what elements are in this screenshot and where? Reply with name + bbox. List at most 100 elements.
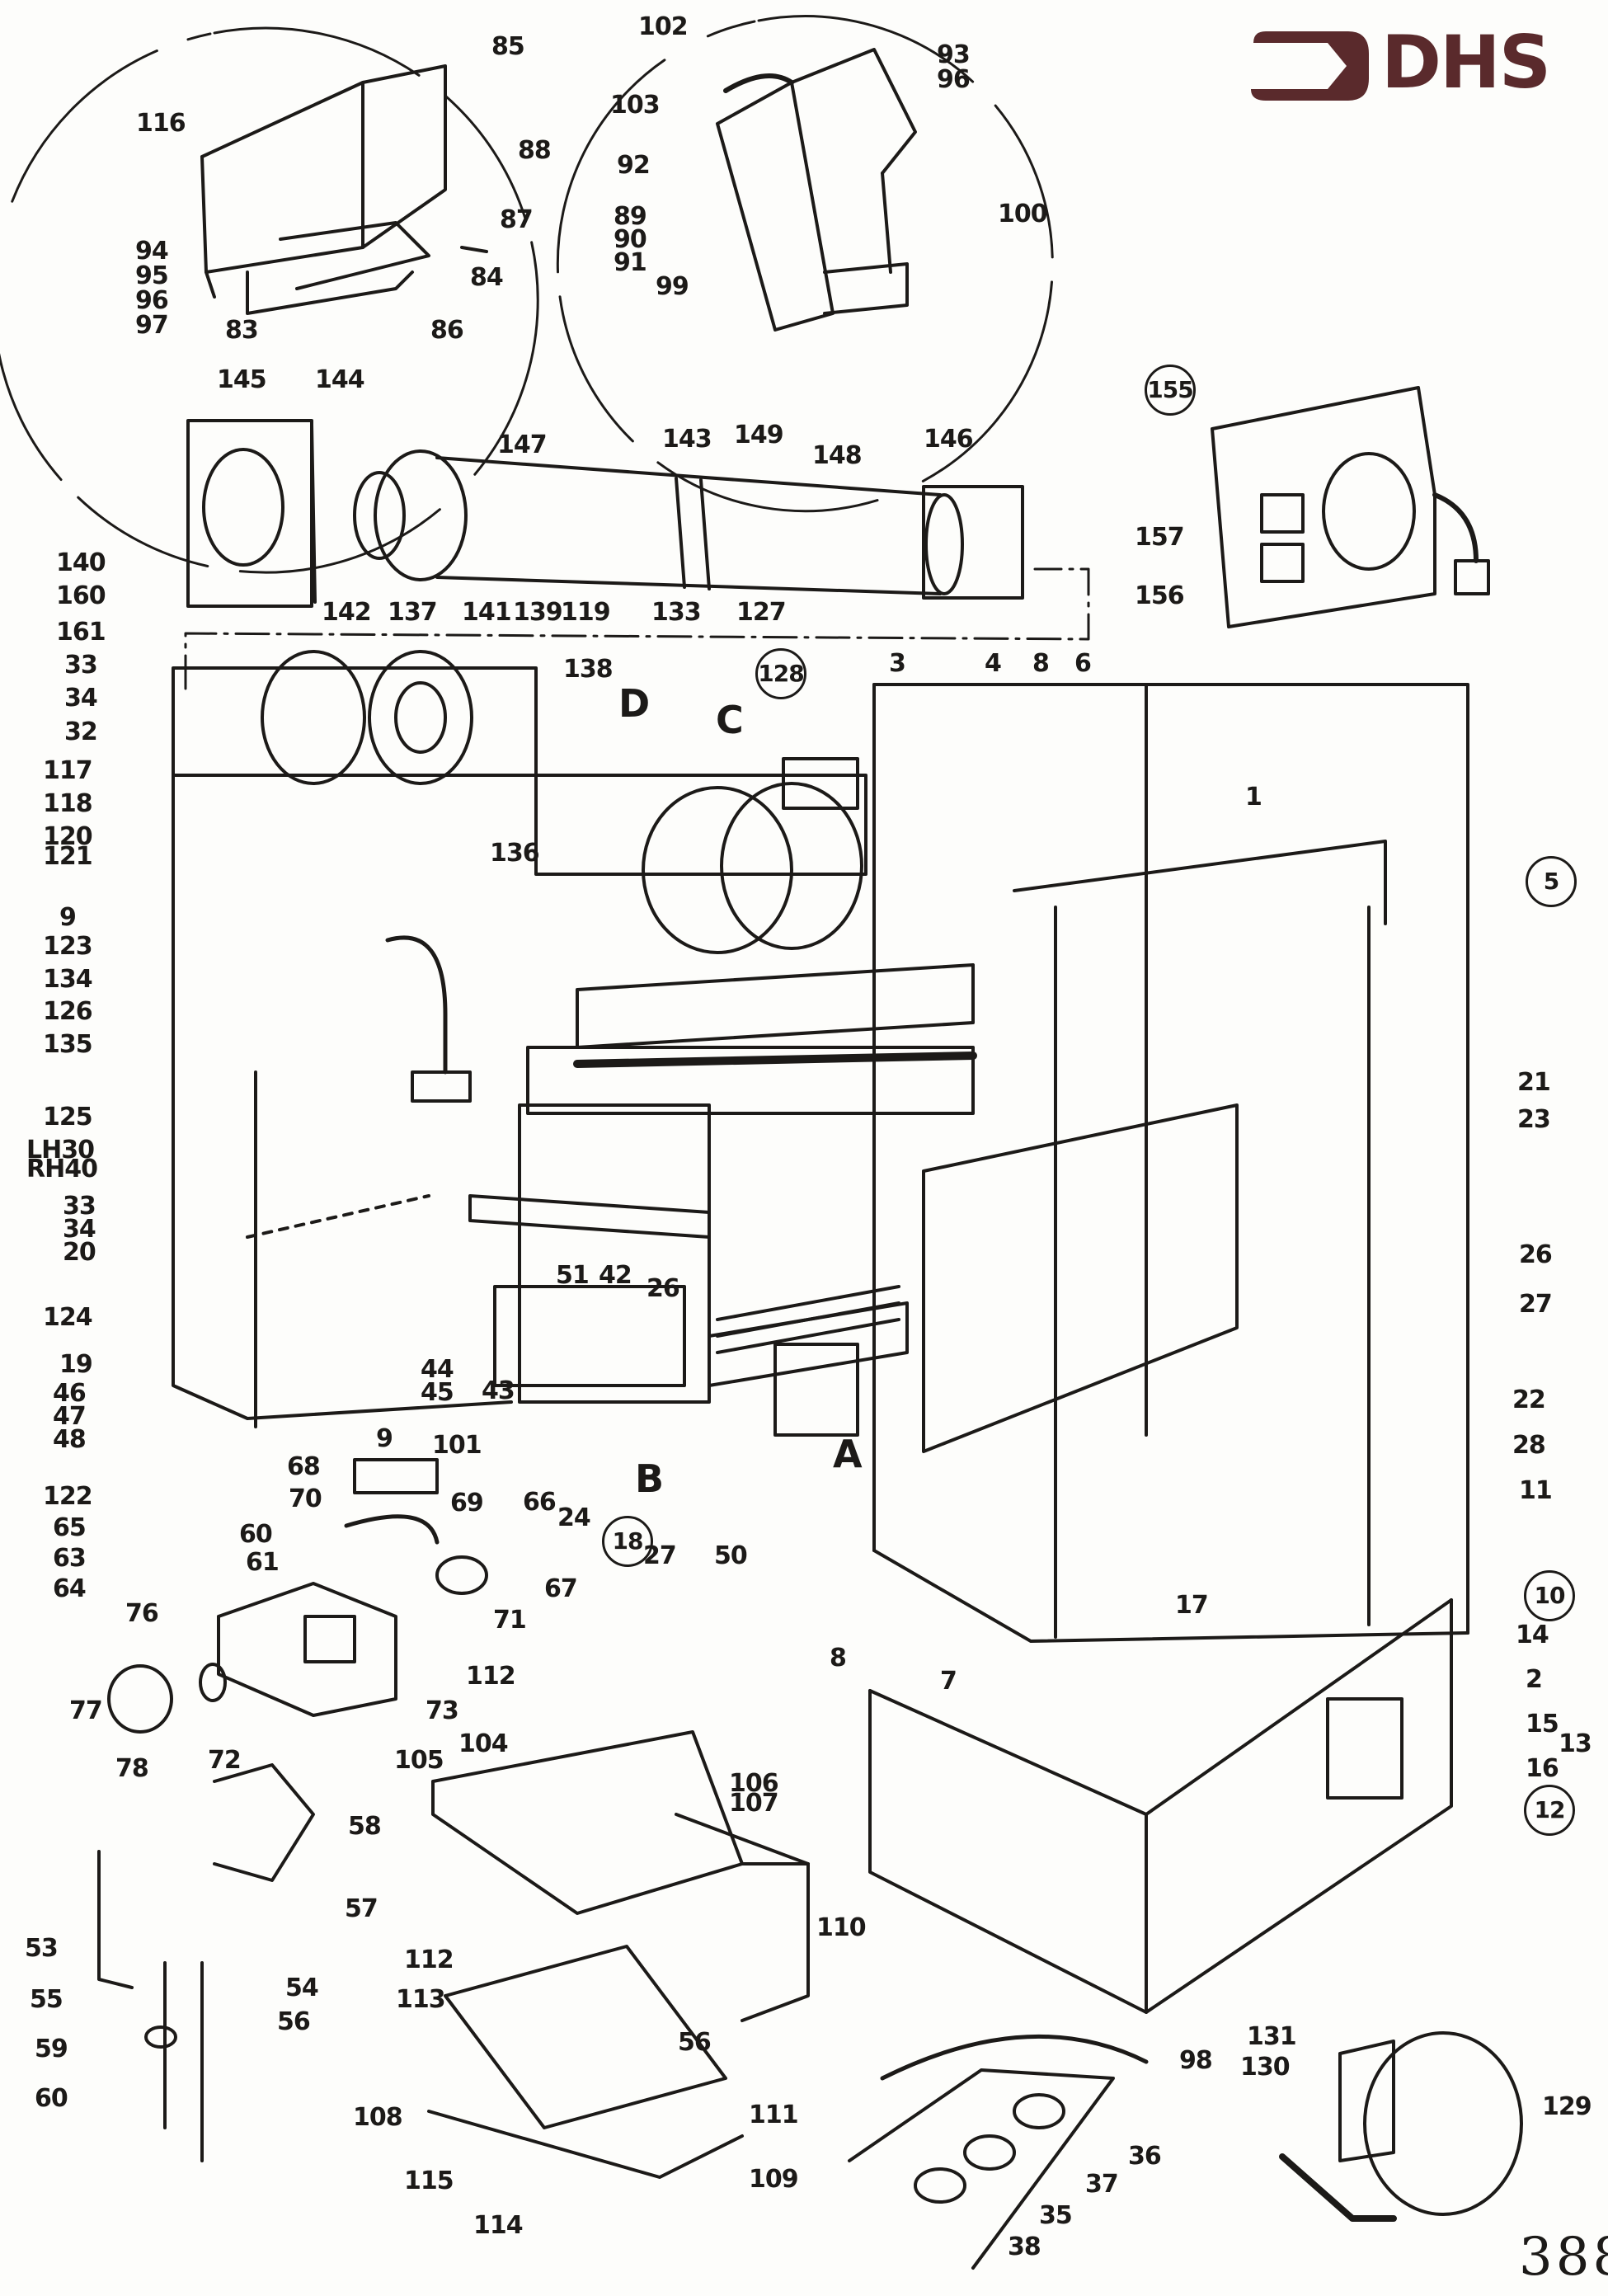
part-callout: 113 <box>396 1985 446 2014</box>
part-callout: 107 <box>729 1789 779 1818</box>
left-frame <box>172 675 513 1428</box>
part-callout: 68 <box>287 1452 321 1481</box>
part-callout: RH40 <box>26 1155 98 1183</box>
part-callout: 97 <box>135 311 169 340</box>
part-callout: 13 <box>1559 1729 1592 1758</box>
part-callout: 106 <box>729 1769 779 1798</box>
part-callout: 104 <box>458 1729 509 1758</box>
part-callout: 83 <box>225 316 259 345</box>
circled-part-callout: 18 <box>602 1516 653 1567</box>
part-callout: 2 <box>1526 1665 1543 1694</box>
part-callout: 61 <box>246 1548 280 1577</box>
part-callout: 65 <box>53 1513 87 1542</box>
circled-part-callout: 12 <box>1524 1785 1575 1836</box>
view-marker: A <box>833 1432 863 1476</box>
part-callout: 58 <box>348 1812 382 1841</box>
part-callout: 127 <box>736 598 787 627</box>
wall-plate <box>186 419 317 608</box>
part-callout: 73 <box>426 1696 459 1725</box>
part-callout: 98 <box>1179 2046 1213 2075</box>
part-callout: 47 <box>53 1402 87 1431</box>
part-callout: 135 <box>43 1030 93 1059</box>
page-number: 388 <box>1519 2227 1608 2288</box>
main-casing <box>872 683 1469 1643</box>
part-callout: 14 <box>1516 1621 1549 1649</box>
reference-line <box>184 567 1090 690</box>
part-callout: 71 <box>493 1606 527 1635</box>
part-callout: 33 <box>64 651 98 680</box>
part-callout: 6 <box>1074 649 1092 678</box>
control-box <box>427 1730 810 2179</box>
part-callout: 115 <box>404 2167 454 2195</box>
combustion-chamber <box>468 1103 909 1437</box>
part-callout: 125 <box>43 1103 93 1132</box>
part-callout: 123 <box>43 932 93 961</box>
part-callout: 60 <box>35 2084 68 2113</box>
part-callout: 88 <box>518 136 552 165</box>
part-callout: 112 <box>466 1662 516 1691</box>
part-callout: 126 <box>43 997 93 1026</box>
part-callout: 130 <box>1240 2053 1291 2082</box>
part-callout: 145 <box>217 365 267 394</box>
part-callout: 103 <box>610 91 661 120</box>
part-callout: 114 <box>473 2211 524 2240</box>
part-callout: 9 <box>376 1424 393 1453</box>
part-callout: 124 <box>43 1303 93 1332</box>
part-callout: 129 <box>1542 2092 1592 2121</box>
part-callout: 136 <box>490 839 540 868</box>
part-callout: 67 <box>544 1574 578 1603</box>
part-callout: 37 <box>1085 2170 1119 2199</box>
part-callout: LH30 <box>26 1136 95 1164</box>
part-callout: 59 <box>35 2035 68 2063</box>
part-callout: 34 <box>63 1215 96 1244</box>
part-callout: 60 <box>239 1520 273 1549</box>
part-callout: 112 <box>404 1945 454 1974</box>
part-callout: 100 <box>998 200 1048 228</box>
part-callout: 72 <box>208 1746 242 1775</box>
part-callout: 17 <box>1175 1591 1209 1620</box>
pressure-switch <box>1279 2031 1523 2222</box>
part-callout: 22 <box>1512 1386 1546 1414</box>
part-callout: 3 <box>889 649 906 678</box>
part-callout: 38 <box>1008 2232 1041 2261</box>
part-callout: 51 <box>556 1261 590 1290</box>
part-callout: 77 <box>69 1696 103 1725</box>
part-callout: 122 <box>43 1482 93 1511</box>
brand-logo: DHS <box>1249 25 1563 107</box>
part-callout: 11 <box>1519 1476 1553 1505</box>
part-callout: 111 <box>749 2101 799 2129</box>
part-callout: 134 <box>43 965 93 994</box>
part-callout: 48 <box>53 1425 87 1454</box>
part-callout: 141 <box>462 598 512 627</box>
part-callout: 117 <box>43 756 93 785</box>
part-callout: 28 <box>1512 1431 1546 1460</box>
part-callout: 4 <box>985 649 1002 678</box>
detail-circle-center <box>556 15 1054 513</box>
part-callout: 44 <box>421 1355 454 1384</box>
part-callout: 148 <box>812 441 863 470</box>
part-callout: 133 <box>651 598 702 627</box>
programmer-unit <box>1211 386 1490 628</box>
part-callout: 55 <box>30 1985 63 2014</box>
part-callout: 56 <box>678 2028 712 2057</box>
part-callout: 9 <box>59 903 77 932</box>
part-callout: 42 <box>599 1261 632 1290</box>
part-callout: 161 <box>56 618 106 647</box>
part-callout: 116 <box>136 109 186 138</box>
part-callout: 89 <box>614 202 647 231</box>
part-callout: 8 <box>1032 649 1050 678</box>
part-callout: 101 <box>432 1431 482 1460</box>
part-callout: 92 <box>617 151 651 180</box>
circled-part-callout: 5 <box>1526 856 1577 907</box>
base-plinth <box>868 1598 1453 2014</box>
part-callout: 54 <box>285 1974 319 2002</box>
part-callout: 78 <box>115 1754 149 1783</box>
part-callout: 93 <box>937 40 971 69</box>
part-callout: 35 <box>1039 2201 1073 2230</box>
part-callout: 21 <box>1517 1068 1551 1097</box>
part-callout: 90 <box>614 225 647 254</box>
part-callout: 95 <box>135 261 169 290</box>
part-callout: 140 <box>56 548 106 577</box>
part-callout: 15 <box>1526 1710 1559 1738</box>
